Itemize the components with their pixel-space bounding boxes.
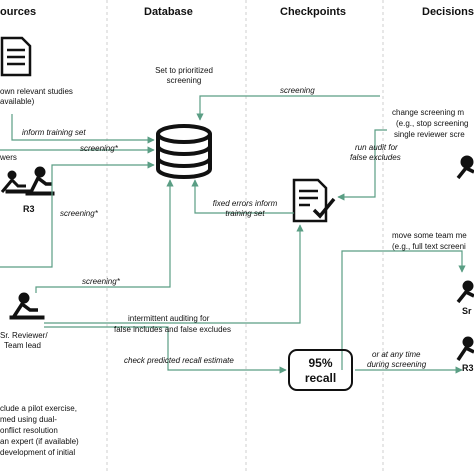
label-intermittent-line2: false includes and false excludes: [114, 325, 231, 334]
arrow-fixed-errors: [191, 179, 294, 214]
notes-line-5: development of initial: [0, 448, 76, 457]
lane-dividers: [106, 0, 384, 474]
change-screening-line2: (e.g., stop screening: [396, 119, 469, 128]
recall-line1: 95%: [308, 356, 333, 370]
arrow-inform-training-set: [11, 114, 155, 144]
decisions-sr-icon: [456, 280, 474, 304]
decisions-sr-label: Sr: [462, 306, 472, 316]
recall-line2: recall: [304, 371, 337, 385]
decision-person-icon: [456, 155, 474, 180]
label-screening-reviewers: screening*: [80, 144, 118, 153]
label-fixed-errors-line2: training set: [225, 209, 265, 218]
senior-reviewer-icon: [9, 292, 45, 320]
arrow-check-recall: [44, 326, 287, 374]
arrow-run-audit: [337, 129, 387, 201]
studies-label-line2: available): [0, 97, 35, 106]
notes-line-4: an expert (if available): [0, 437, 79, 446]
header-sources: ources: [0, 6, 37, 18]
recall-checkpoint-box: 95% recall: [288, 349, 353, 391]
arrow-screening-top: [196, 95, 380, 121]
label-run-audit-line2: false excludes: [350, 153, 401, 162]
label-intermittent-line1: intermittent auditing for: [128, 314, 210, 323]
decisions-r3-icon: [456, 336, 474, 361]
header-checkpoints: Checkpoints: [280, 6, 347, 18]
reviewers-label: wers: [0, 153, 17, 162]
label-screening-top: screening: [280, 86, 315, 95]
label-screening-sr: screening*: [82, 277, 120, 286]
header-decisions: Decisions: [422, 6, 474, 18]
arrow-screening-r3: [0, 161, 155, 268]
checklist-icon: [292, 178, 336, 223]
label-check-recall: check predicted recall estimate: [124, 356, 234, 365]
flow-arrows: [0, 95, 466, 374]
move-team-line1: move some team me: [392, 231, 467, 240]
arrow-screening-sr: [35, 179, 174, 293]
database-caption-line1: Set to prioritized: [155, 66, 213, 75]
decisions-r3-label: R3: [462, 363, 474, 373]
sr-reviewer-label-line2: Team lead: [4, 341, 41, 350]
r3-label: R3: [23, 204, 35, 214]
document-icon: [0, 36, 32, 77]
label-inform-training-set: inform training set: [22, 128, 86, 137]
label-or-any-time-line2: during screening: [367, 360, 427, 369]
database-icon: [156, 124, 212, 179]
notes-line-3: onflict resolution: [0, 426, 58, 435]
label-fixed-errors-line1: fixed errors inform: [212, 199, 278, 208]
arrow-intermittent-auditing: [44, 224, 304, 324]
label-screening-r3: screening*: [60, 209, 98, 218]
database-caption-line2: screening: [166, 76, 202, 85]
notes-line-2: med using dual-: [0, 415, 57, 424]
label-run-audit-line1: run audit for: [355, 143, 398, 152]
notes-line-1: clude a pilot exercise,: [0, 404, 77, 413]
change-screening-line3: single reviewer scre: [394, 130, 465, 139]
studies-label-line1: own relevant studies: [0, 87, 73, 96]
change-screening-line1: change screening m: [392, 108, 465, 117]
move-team-line2: (e.g., full text screeni: [392, 242, 466, 251]
reviewers-icon: [0, 166, 55, 196]
label-or-any-time-line1: or at any time: [372, 350, 421, 359]
header-database: Database: [144, 6, 193, 18]
sr-reviewer-label-line1: Sr. Reviewer/: [0, 331, 48, 340]
arrow-move-team: [341, 250, 466, 370]
